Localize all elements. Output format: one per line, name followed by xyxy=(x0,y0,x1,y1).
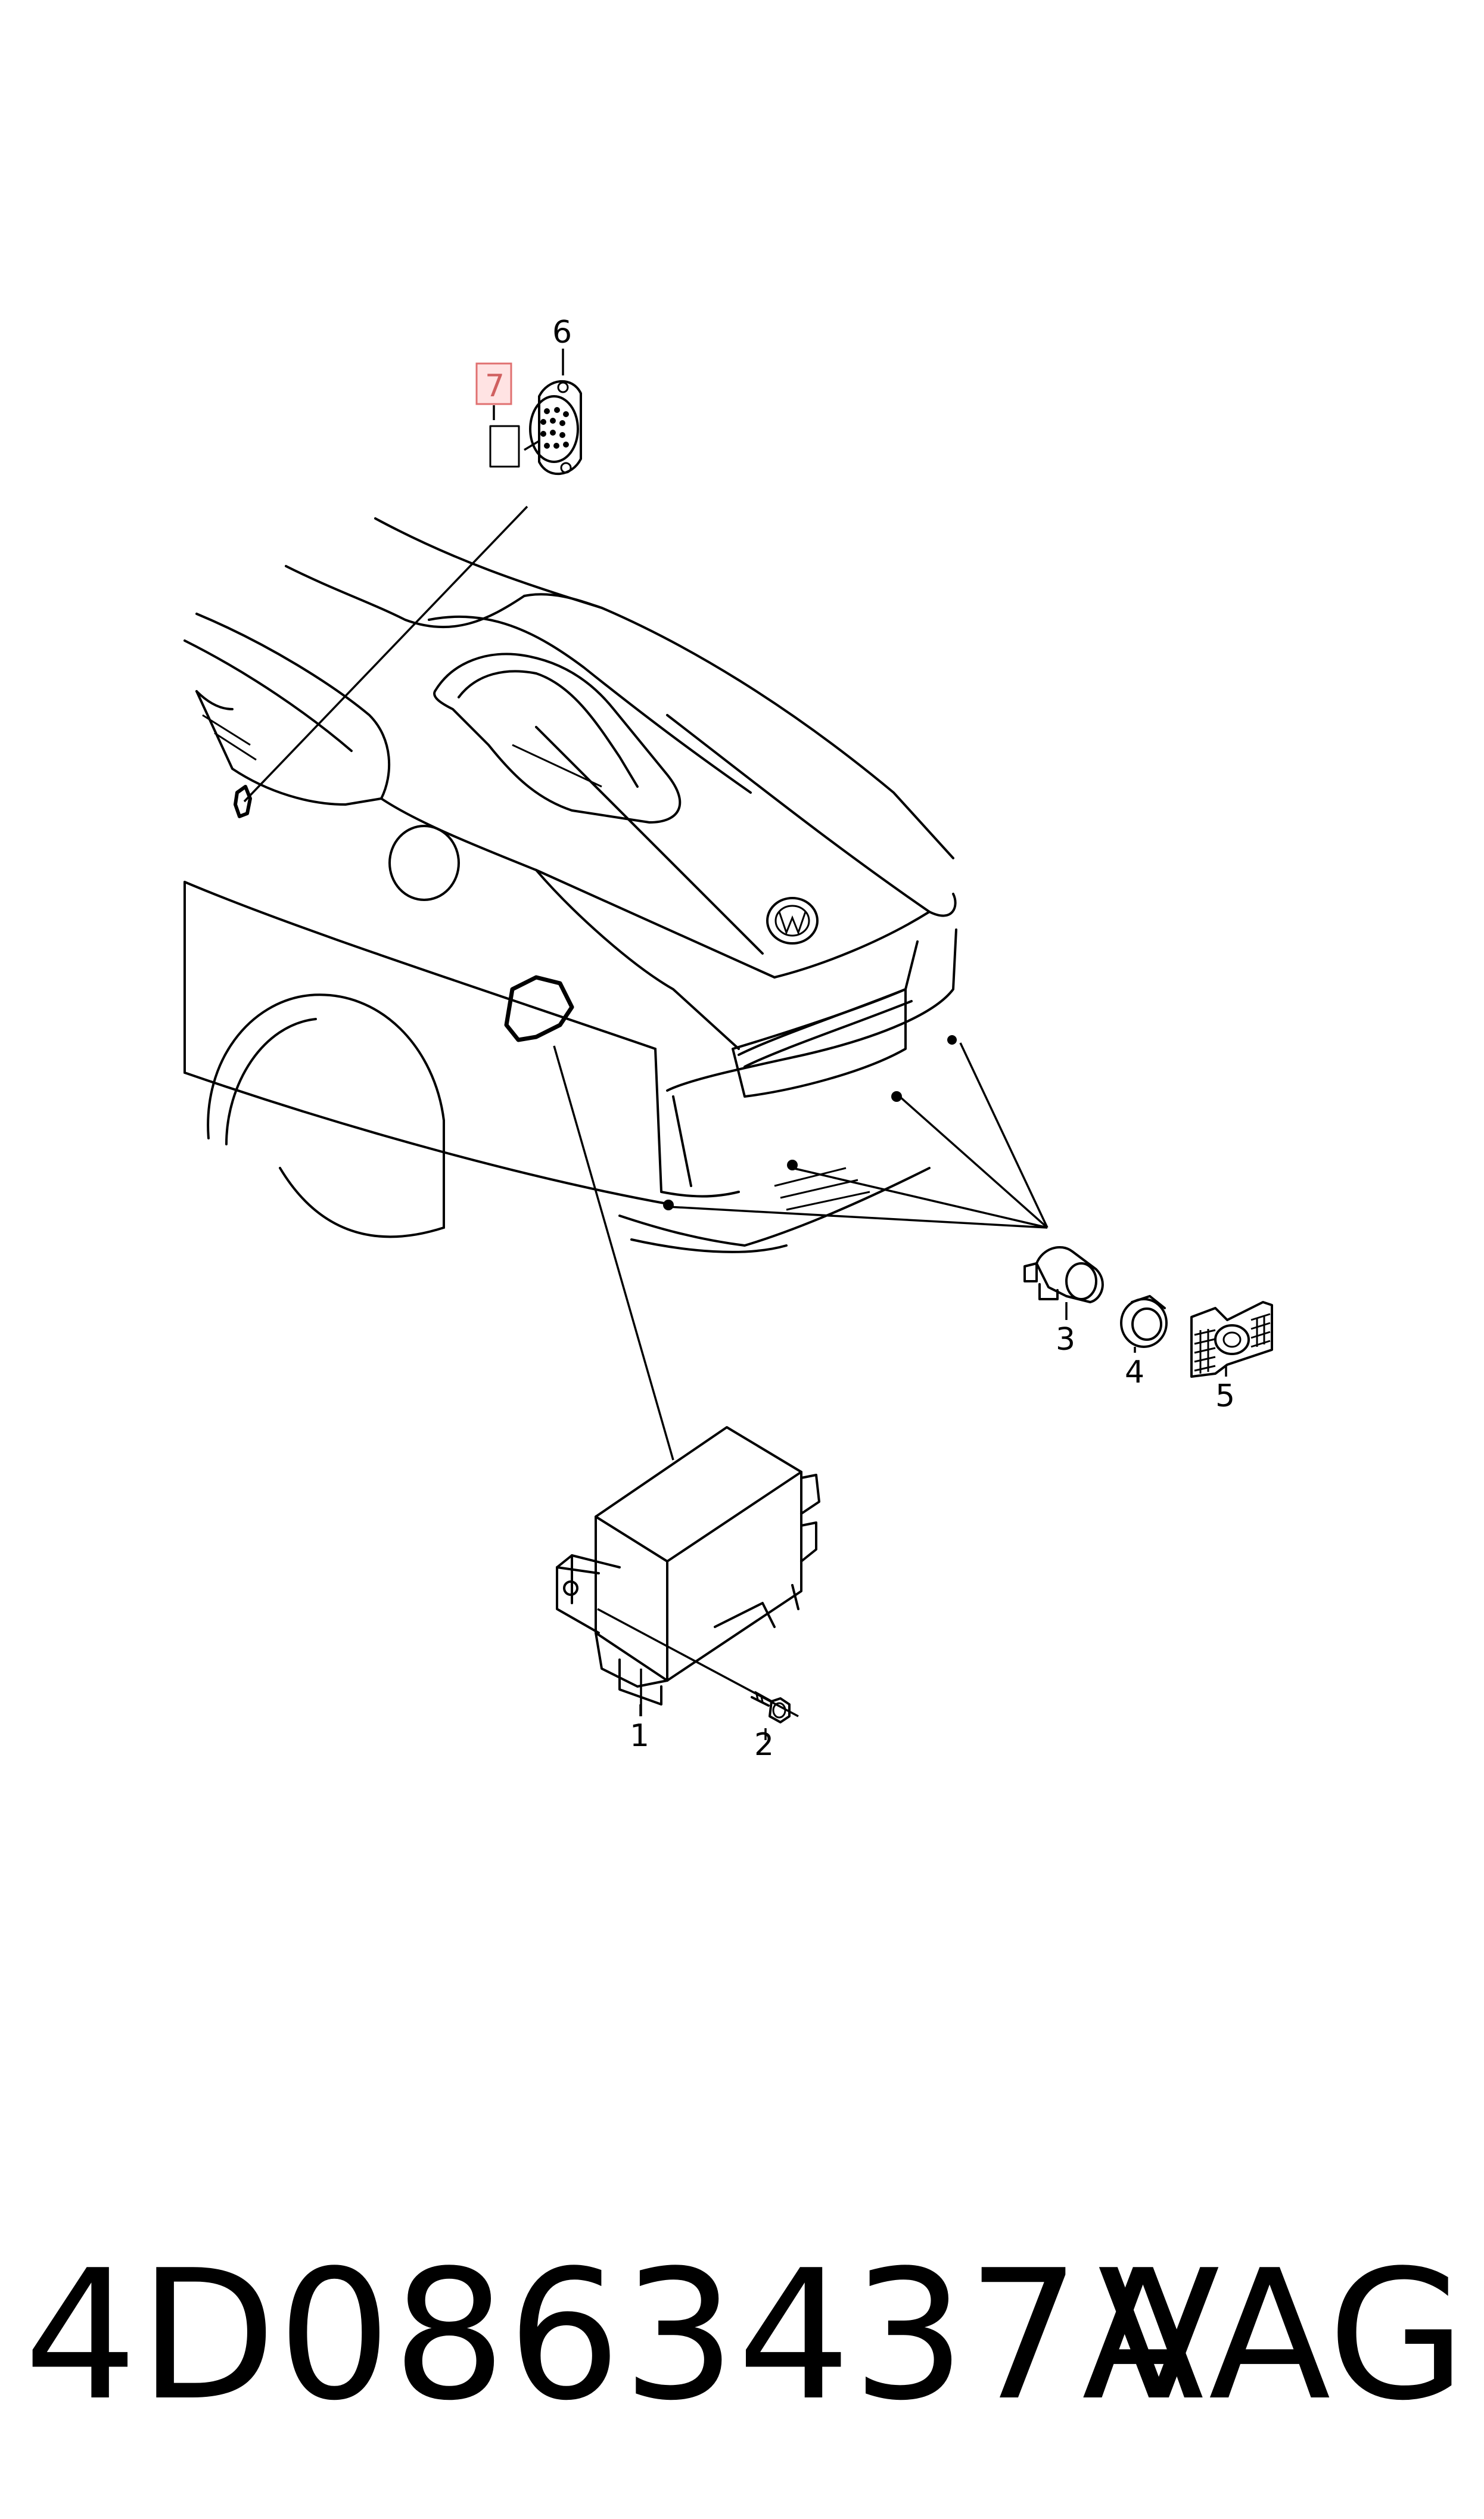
sensor-part-3 xyxy=(1023,1245,1104,1320)
footer: 4D0863437A VAG xyxy=(0,2229,1484,2455)
speaker-part-6 xyxy=(529,380,582,476)
callout-7: 7 xyxy=(485,368,505,404)
control-unit-part-1 xyxy=(556,1426,820,1716)
exploded-parts-diagram: 6 7 3 4 5 1 2 xyxy=(183,315,1273,1763)
label-part-7 xyxy=(475,362,520,468)
brand-name: VAG xyxy=(1097,2232,1466,2440)
callout-4: 4 xyxy=(1125,1355,1144,1390)
callout-1: 1 xyxy=(630,1718,649,1754)
callout-6: 6 xyxy=(552,315,572,350)
bolt-part-2 xyxy=(751,1691,791,1723)
callout-3: 3 xyxy=(1056,1322,1075,1358)
car-rear-body xyxy=(183,517,957,1253)
holder-part-5 xyxy=(1190,1301,1273,1378)
callout-2: 2 xyxy=(754,1727,774,1763)
callout-5: 5 xyxy=(1215,1378,1235,1414)
part-number: 4D0863437A xyxy=(24,2232,1206,2440)
ring-part-4 xyxy=(1120,1295,1168,1353)
